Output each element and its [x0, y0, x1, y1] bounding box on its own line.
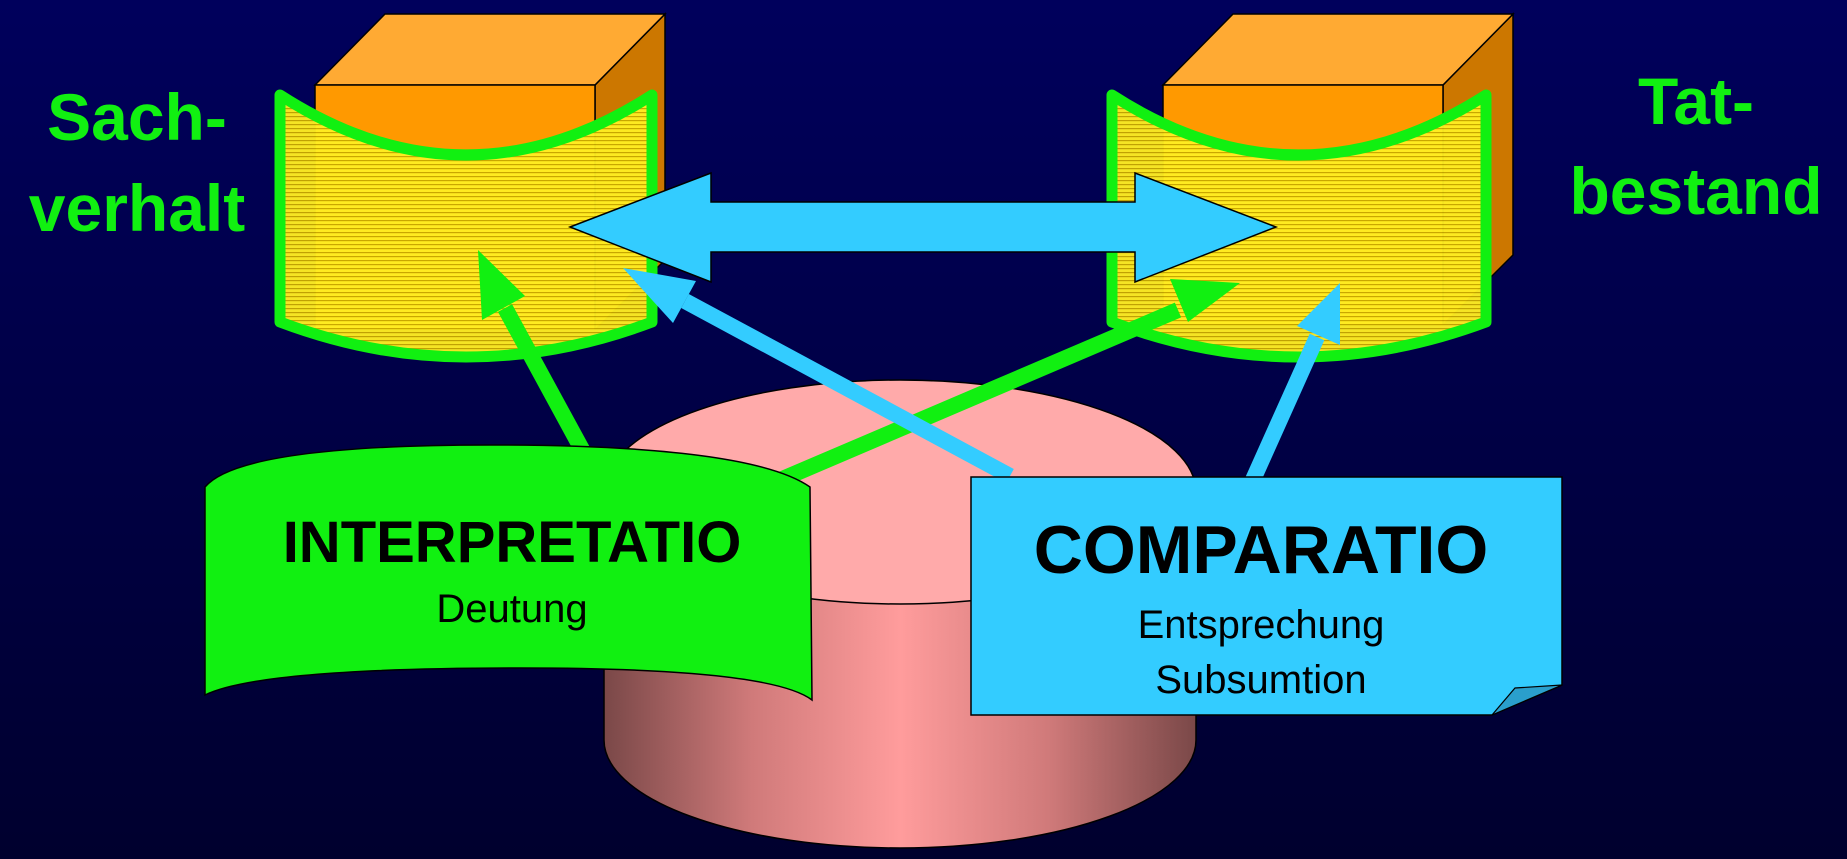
right-container: [1106, 12, 1515, 363]
cyan-arrow-to-right: [1244, 283, 1340, 486]
green-arrow-to-right: [776, 279, 1240, 488]
comparatio-line2: Subsumtion: [1155, 658, 1366, 702]
right-label-line1: Tat-: [1638, 64, 1754, 138]
interpretatio-title: INTERPRETATIO: [283, 510, 742, 575]
left-label-line2: verhalt: [29, 171, 245, 245]
comparatio-line1: Entsprechung: [1138, 603, 1385, 647]
comparatio-box: COMPARATIO Entsprechung Subsumtion: [970, 476, 1563, 716]
green-arrow-to-left: [478, 250, 593, 459]
page-curl-icon: [1491, 684, 1563, 716]
interpretatio-subtitle: Deutung: [436, 587, 587, 631]
comparatio-title: COMPARATIO: [1034, 512, 1489, 588]
left-label-line1: Sach-: [47, 80, 227, 154]
interpretatio-box: INTERPRETATIO Deutung: [204, 444, 813, 702]
double-arrow: [567, 171, 1279, 284]
right-label-line2: bestand: [1569, 154, 1822, 228]
cyan-arrow-to-left: [623, 268, 1014, 484]
left-container: [274, 12, 667, 363]
